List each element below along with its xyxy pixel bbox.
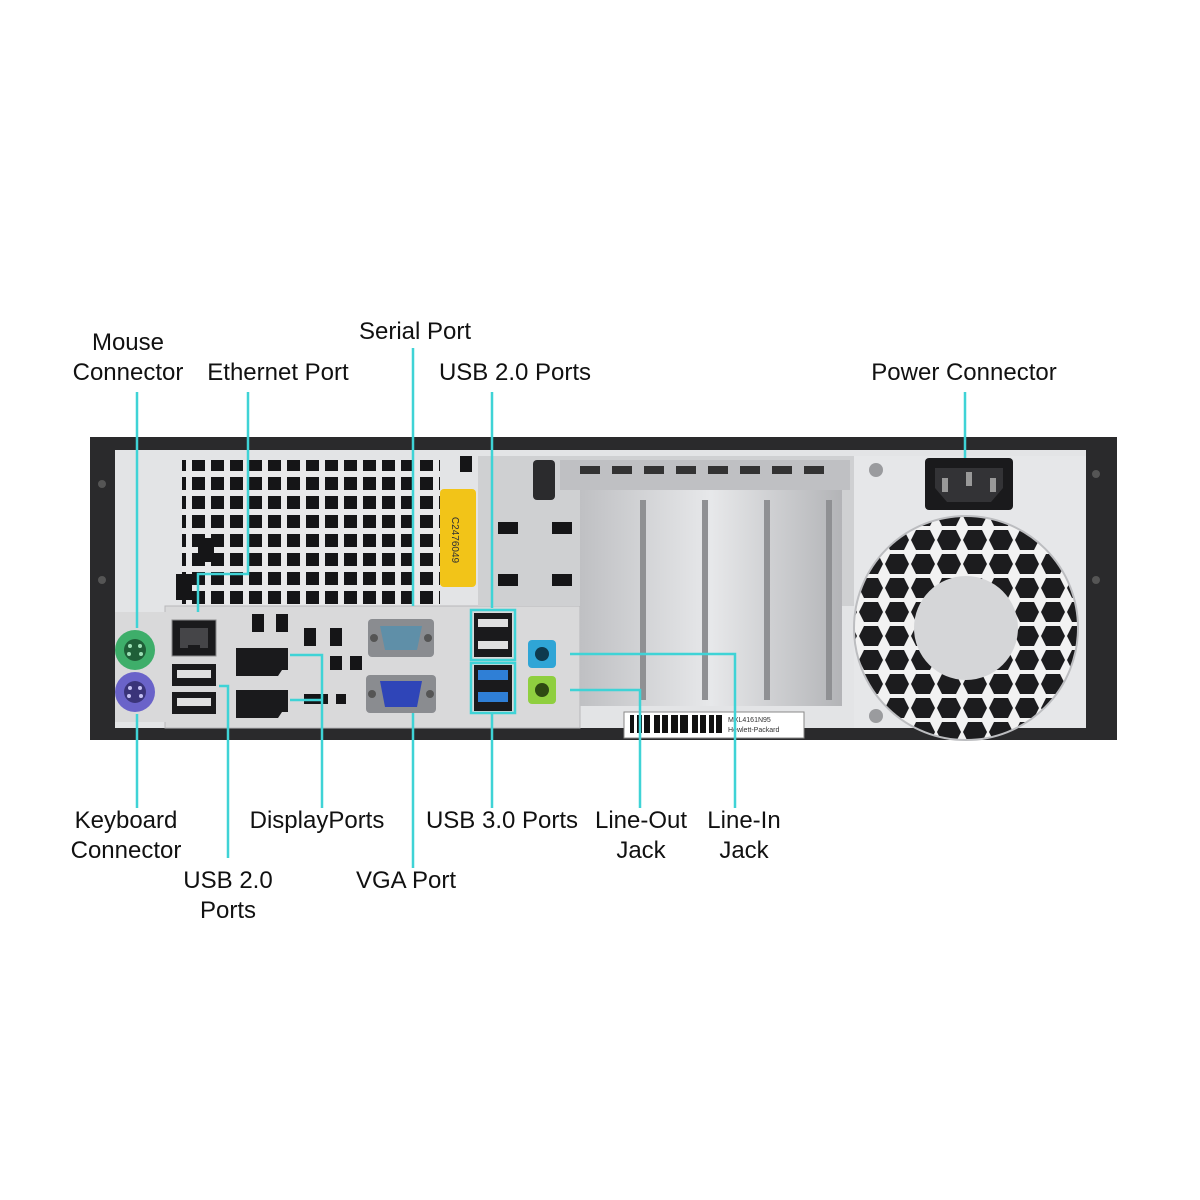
serial-port[interactable] [368, 619, 434, 657]
callout-lines [135, 348, 967, 868]
label-serial-port: Serial Port [358, 318, 472, 345]
callout-line-out [570, 688, 642, 808]
callout-displayports [290, 653, 324, 808]
line-in-jack[interactable] [528, 640, 556, 668]
power-connector[interactable] [925, 458, 1013, 510]
ventilation-grid [176, 456, 472, 608]
ps2-keyboard-port[interactable] [115, 672, 155, 712]
displayport-ports[interactable] [236, 648, 288, 718]
label-usb3-ports: USB 3.0 Ports [425, 807, 579, 834]
callout-usb2-bottom [219, 684, 230, 858]
label-ethernet-port: Ethernet Port [207, 359, 349, 386]
callout-line-in [570, 652, 737, 808]
label-vga-port: VGA Port [355, 867, 457, 894]
asset-tag-text: C2476049 [449, 517, 460, 564]
expansion-slots [478, 456, 854, 706]
serial-label-line2: Hewlett-Packard [728, 727, 779, 734]
label-power-connector: Power Connector [871, 359, 1057, 386]
label-usb2-top: USB 2.0 Ports [438, 359, 592, 386]
label-displayports: DisplayPorts [249, 807, 385, 834]
chassis-screws [98, 470, 1100, 584]
asset-tag-sticker [440, 489, 476, 587]
line-out-jack[interactable] [528, 676, 556, 704]
usb2-left-ports[interactable] [172, 664, 216, 714]
callout-usb2-box [469, 608, 517, 662]
vga-port[interactable] [366, 675, 436, 713]
usb2-center-ports[interactable] [474, 613, 512, 657]
serial-label-line1: MXL4161N95 [728, 717, 771, 724]
ps2-mouse-port[interactable] [115, 630, 155, 670]
serial-number-label [623, 711, 805, 739]
usb3-ports[interactable] [474, 665, 512, 711]
callout-ethernet [196, 392, 250, 612]
ethernet-port[interactable] [171, 619, 217, 657]
